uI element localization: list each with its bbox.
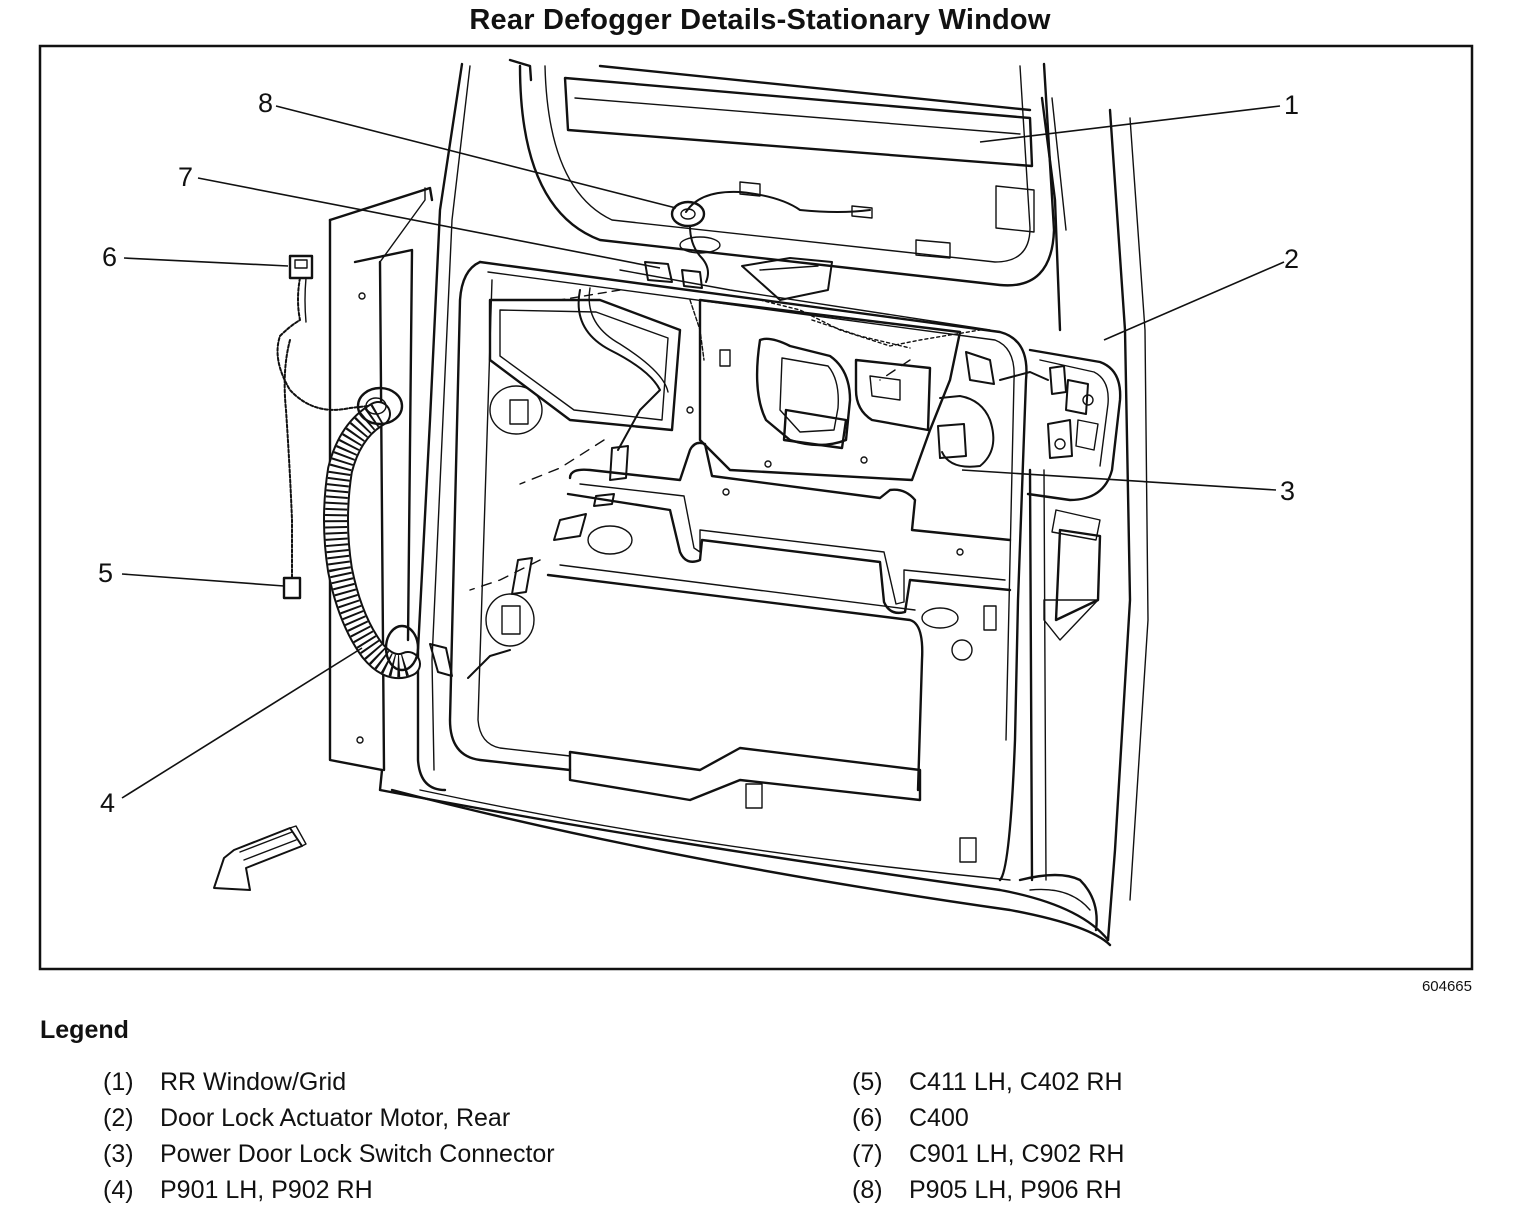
legend-item: (6) C400 <box>852 1100 1124 1136</box>
callout-7: 7 <box>178 162 193 192</box>
legend-item: (2) Door Lock Actuator Motor, Rear <box>103 1100 555 1136</box>
figure-id: 604665 <box>1421 978 1472 995</box>
connector-c400-harness <box>276 254 369 600</box>
legend-item: (1) RR Window/Grid <box>103 1064 555 1100</box>
legend-number: (1) <box>103 1067 134 1096</box>
inner-door-panel <box>448 257 1028 882</box>
legend-heading: Legend <box>40 1016 129 1044</box>
defogger-wiring <box>670 190 871 283</box>
door-body <box>328 58 1149 947</box>
callout-6: 6 <box>102 242 117 272</box>
callout-5: 5 <box>98 558 113 588</box>
legend-number: (8) <box>852 1175 883 1204</box>
legend-text: C400 <box>909 1103 969 1132</box>
legend-text: RR Window/Grid <box>160 1067 347 1096</box>
legend-item: (7) C901 LH, C902 RH <box>852 1136 1124 1172</box>
callout-4: 4 <box>100 788 115 818</box>
legend-item: (4) P901 LH, P902 RH <box>103 1172 555 1208</box>
legend-text: P901 LH, P902 RH <box>160 1175 373 1204</box>
door-harness <box>429 261 995 679</box>
harness-conduit <box>323 386 421 680</box>
legend-number: (4) <box>103 1175 134 1204</box>
legend-item: (3) Power Door Lock Switch Connector <box>103 1136 555 1172</box>
legend-number: (5) <box>852 1067 883 1096</box>
callout-3: 3 <box>1280 476 1295 506</box>
legend-column-right: (5) C411 LH, C402 RH (6) C400 (7) C901 L… <box>852 1064 1124 1208</box>
legend-number: (7) <box>852 1139 883 1168</box>
door-lock-actuator <box>999 348 1122 882</box>
callout-8: 8 <box>258 88 273 118</box>
callout-leaders <box>121 105 1285 799</box>
legend-number: (6) <box>852 1103 883 1132</box>
legend-text: C411 LH, C402 RH <box>909 1067 1123 1096</box>
legend-item: (8) P905 LH, P906 RH <box>852 1172 1124 1208</box>
legend-number: (2) <box>103 1103 134 1132</box>
legend-number: (3) <box>103 1139 134 1168</box>
diagram-title: Rear Defogger Details-Stationary Window <box>469 4 1051 36</box>
forward-arrow-icon <box>213 825 307 891</box>
callout-2: 2 <box>1284 244 1299 274</box>
legend-text: Power Door Lock Switch Connector <box>160 1139 555 1168</box>
legend-text: Door Lock Actuator Motor, Rear <box>160 1103 511 1132</box>
rear-window-glass <box>518 62 1056 287</box>
diagram-frame <box>38 44 1474 971</box>
door-sill <box>1018 873 1098 932</box>
legend-column-left: (1) RR Window/Grid (2) Door Lock Actuato… <box>103 1064 555 1208</box>
callout-1: 1 <box>1284 90 1299 120</box>
legend-text: P905 LH, P906 RH <box>909 1175 1122 1204</box>
legend-item: (5) C411 LH, C402 RH <box>852 1064 1124 1100</box>
legend-text: C901 LH, C902 RH <box>909 1139 1125 1168</box>
door-diagram: 1 2 3 4 5 6 7 8 <box>38 44 1474 971</box>
